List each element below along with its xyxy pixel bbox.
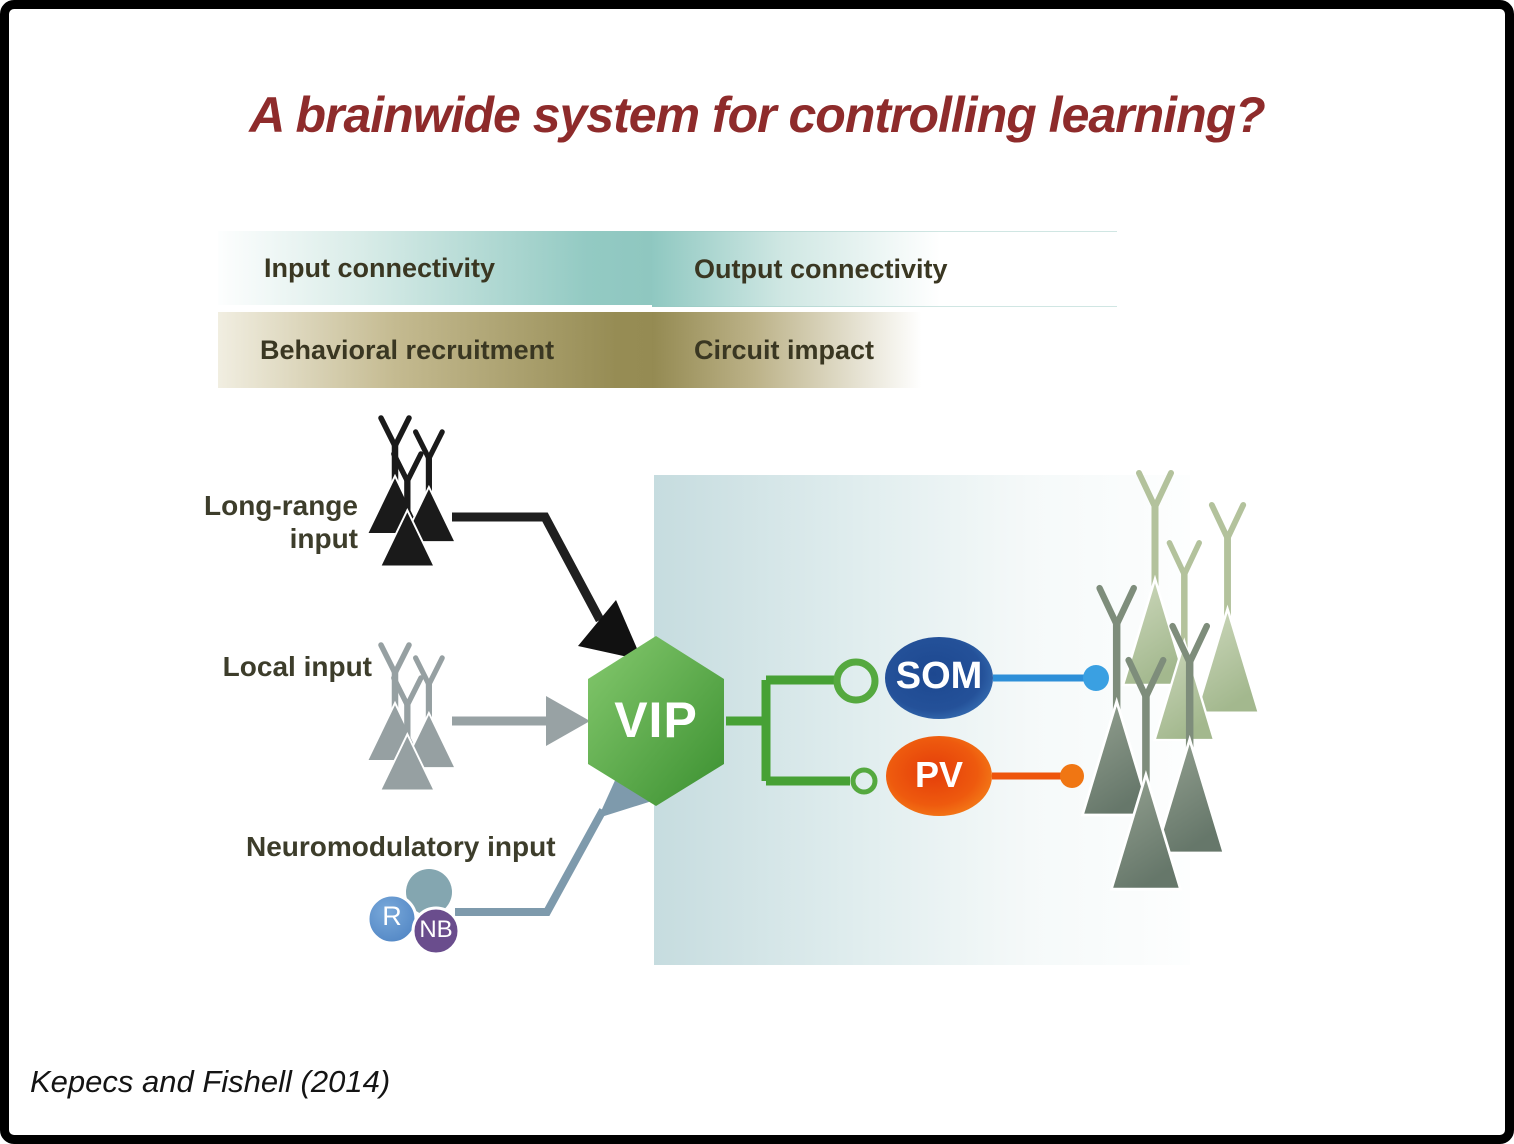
som-synapse-bouton-icon (1083, 665, 1109, 691)
pyramidal-neuron-dark (1082, 588, 1150, 815)
legend-behavioral-recruitment-label: Behavioral recruitment (260, 334, 555, 365)
long-range-synapse-arrowhead-icon (578, 600, 642, 660)
local-input-neurons (367, 645, 456, 790)
local-synapse-arrowhead-icon (546, 696, 590, 746)
neuromodulator-circle-gray (406, 869, 452, 915)
long-range-axon (452, 512, 604, 623)
long-range-input-neurons (367, 418, 456, 566)
som-node (885, 637, 993, 719)
target-pyramidal-neurons (1082, 473, 1258, 889)
pyramidal-neuron-light (1123, 473, 1187, 685)
inhibitory-ring-pv-icon (850, 767, 878, 795)
citation: Kepecs and Fishell (2014) (30, 1064, 391, 1099)
neuromodulatory-axon (455, 808, 607, 916)
legend-input-connectivity-label: Input connectivity (264, 252, 496, 283)
inhibitory-ring-som-icon (833, 658, 879, 704)
legend-behavioral-recruitment: Behavioral recruitment (218, 312, 687, 388)
pv-node (886, 736, 992, 816)
legend-circuit-impact-label: Circuit impact (694, 334, 875, 365)
neuromodulatory-synapse-arrowhead-icon (598, 776, 652, 818)
long-range-input-label: Long-range input (204, 490, 358, 555)
pv-label: PV (914, 754, 964, 795)
local-input-label: Local input (222, 651, 372, 682)
som-label: SOM (895, 655, 983, 697)
legend-circuit-impact: Circuit impact (652, 312, 1117, 388)
nucleus-basalis-label: NB (419, 916, 453, 943)
legend-output-connectivity: Output connectivity (652, 231, 1117, 307)
neuromodulator-circle-nb (411, 906, 461, 956)
vip-output-branches (726, 675, 850, 786)
vip-hexagon (588, 636, 724, 806)
receptor-label: R (382, 901, 402, 931)
pyramidal-neuron-light (1196, 505, 1259, 713)
vip-label: VIP (614, 692, 698, 748)
neuromodulatory-input-label: Neuromodulatory input (246, 831, 556, 862)
pv-synapse-bouton-icon (1060, 764, 1084, 788)
slide-title: A brainwide system for controlling learn… (249, 87, 1265, 143)
legend-output-connectivity-label: Output connectivity (694, 253, 948, 284)
legend-input-connectivity: Input connectivity (218, 231, 691, 305)
